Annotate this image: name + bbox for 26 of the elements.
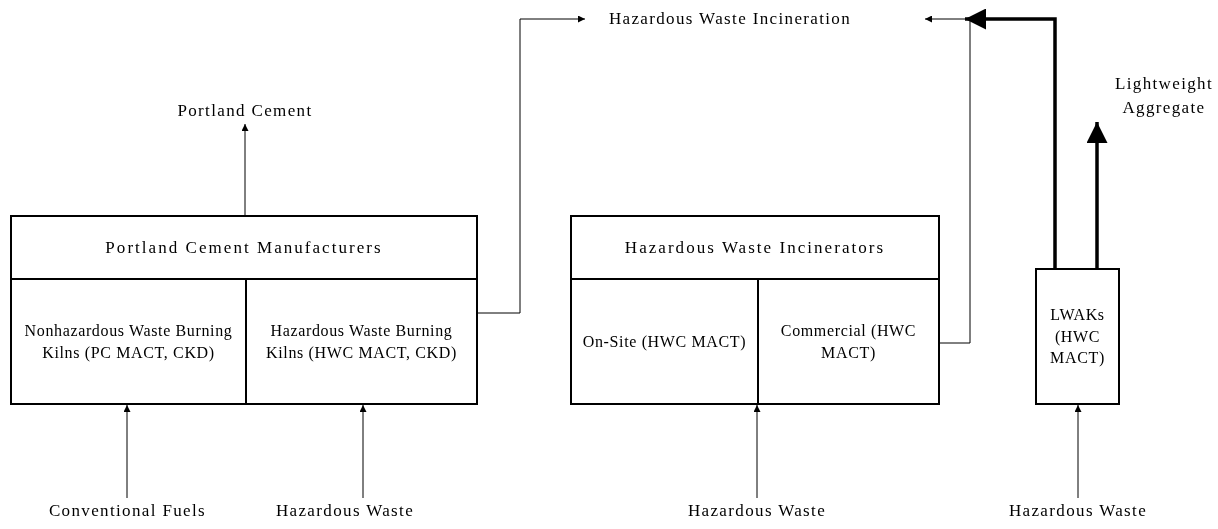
node-label: Hazardous Waste bbox=[687, 500, 827, 523]
node-label: Portland Cement bbox=[177, 100, 313, 123]
node-label: Lightweight Aggregate bbox=[1113, 73, 1215, 119]
group-box bbox=[10, 215, 478, 405]
arrow bbox=[123, 404, 131, 499]
node-label: Conventional Fuels bbox=[48, 500, 207, 523]
node-label: Hazardous Waste Incineration bbox=[608, 8, 852, 31]
arrow bbox=[359, 404, 367, 499]
arrow bbox=[241, 123, 249, 216]
arrow bbox=[1086, 122, 1108, 268]
arrow bbox=[1074, 404, 1082, 499]
arrow bbox=[477, 15, 586, 314]
arrow bbox=[924, 15, 971, 344]
node-label: Hazardous Waste Incinerators bbox=[624, 236, 886, 259]
node-label: Hazardous Waste bbox=[1008, 500, 1148, 523]
node-label: Portland Cement Manufacturers bbox=[105, 236, 383, 259]
arrow bbox=[965, 8, 1057, 268]
node-label: Nonhazardous Waste Burning Kilns (PC MACT, CKD) bbox=[23, 320, 234, 364]
group-box bbox=[570, 215, 940, 405]
node-label: Hazardous Waste bbox=[275, 500, 415, 523]
node-label: Hazardous Waste Burning Kilns (HWC MACT, CKD) bbox=[265, 320, 458, 364]
node-label: On-Site (HWC MACT) bbox=[582, 331, 747, 353]
node-label: LWAKs (HWC MACT) bbox=[1049, 305, 1106, 369]
arrow bbox=[753, 404, 761, 499]
process-box bbox=[1035, 268, 1120, 405]
node-label: Commercial (HWC MACT) bbox=[779, 320, 918, 364]
